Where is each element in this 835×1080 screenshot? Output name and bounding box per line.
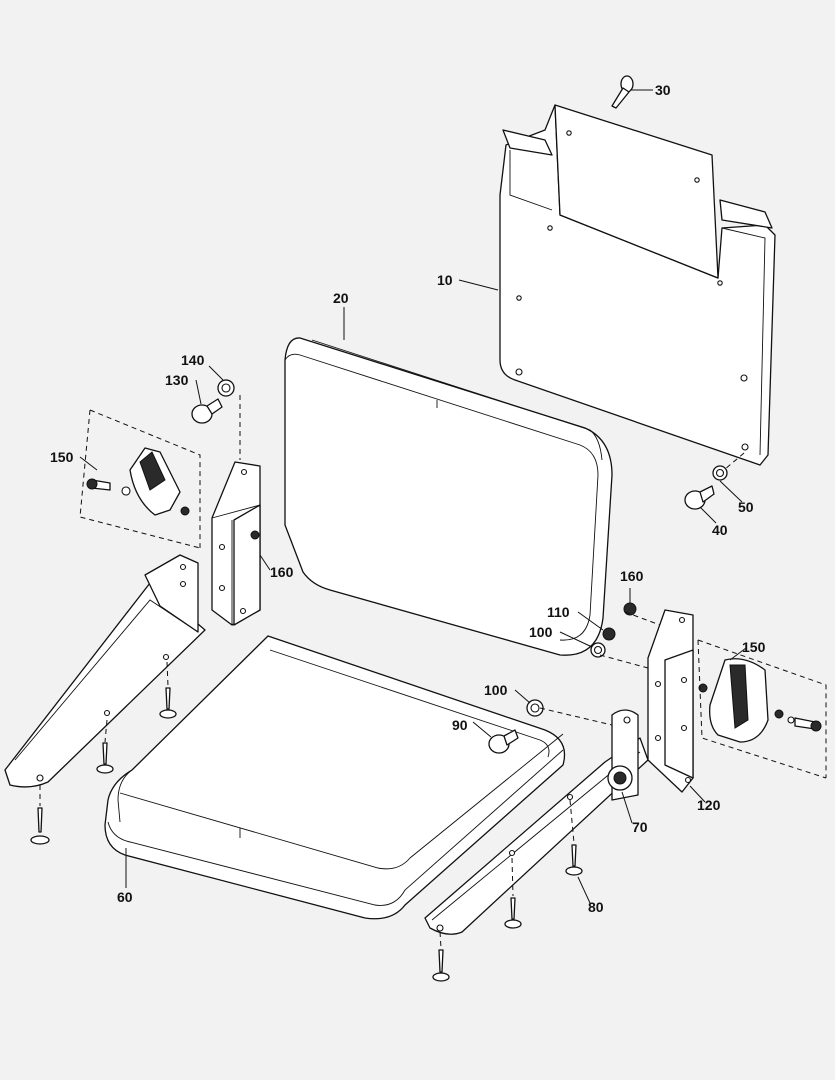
callout-140: 140 [181,352,205,368]
right-belt-retractor [698,658,822,743]
nut-110 [602,627,616,641]
left-belt-bracket [211,461,261,626]
washer-140 [217,379,235,397]
washer-50 [712,465,728,481]
back-cushion [284,337,613,656]
right-belt-bracket [647,609,694,793]
callout-20: 20 [333,290,349,306]
washer-100-lower [526,699,544,717]
callout-150-right: 150 [742,639,766,655]
callout-40: 40 [712,522,728,538]
callout-150-left: 150 [50,449,74,465]
callout-90: 90 [452,717,468,733]
knob-130 [191,398,223,424]
callout-120: 120 [697,797,721,813]
callout-60: 60 [117,889,133,905]
assembly-lines [39,395,827,949]
callout-70: 70 [632,819,648,835]
leader-lines [79,89,747,904]
callout-labels: 10 20 30 40 50 60 70 80 90 100 100 110 1… [50,82,766,915]
callout-130: 130 [165,372,189,388]
seat-cushion [104,635,566,920]
callout-160-right: 160 [620,568,644,584]
washer-100-upper [590,642,606,658]
push-rivet [611,75,634,109]
callout-100-lower: 100 [484,682,508,698]
knob-90 [488,729,519,754]
back-plate [499,104,776,466]
callout-80: 80 [588,899,604,915]
left-belt-buckle [86,447,190,516]
knob-40 [684,485,715,510]
callout-50: 50 [738,499,754,515]
callout-30: 30 [655,82,671,98]
callout-10: 10 [437,272,453,288]
left-slide-rail [4,554,206,788]
callout-160-left: 160 [270,564,294,580]
nut-160 [623,602,637,616]
callout-110: 110 [547,604,570,620]
screws-80 [30,687,583,982]
callout-100-upper: 100 [529,624,553,640]
right-slide-rail [424,709,649,935]
